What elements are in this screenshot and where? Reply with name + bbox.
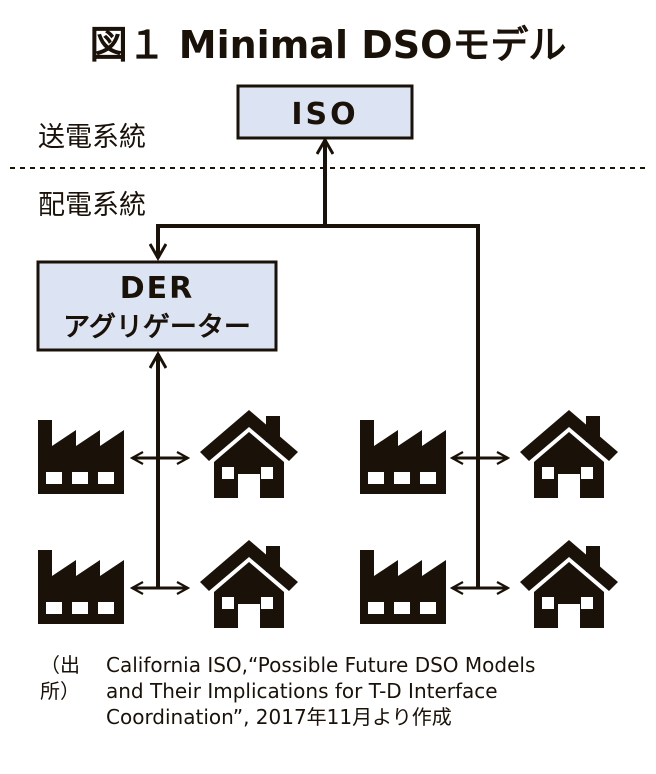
source-prefix: （出所）	[40, 653, 80, 703]
house-icon	[200, 540, 298, 628]
factory-icon	[38, 420, 124, 494]
source-body: California ISO,“Possible Future DSO Mode…	[106, 652, 644, 730]
source-note: （出所） California ISO,“Possible Future DSO …	[40, 652, 650, 730]
der-label-line2: アグリゲーター	[63, 311, 251, 343]
house-icon	[200, 410, 298, 498]
house-icon	[520, 410, 618, 498]
distribution-label: 配電系統	[38, 190, 146, 221]
figure-title: 図１ Minimal DSOモデル	[90, 23, 567, 67]
iso-label: ISO	[291, 97, 358, 132]
der-aggregator-box	[36, 260, 278, 352]
iso-box	[236, 84, 414, 140]
factory-icon	[360, 420, 446, 494]
source-line: California ISO,“Possible Future DSO Mode…	[106, 653, 536, 677]
transmission-label: 送電系統	[38, 122, 146, 153]
factory-icon	[360, 550, 446, 624]
der-connector-arrow	[158, 224, 325, 258]
direct-connector-line	[325, 224, 480, 588]
der-label-line1: DER	[120, 271, 195, 306]
source-line: Coordination”, 2017年11月より作成	[106, 705, 452, 729]
source-line: and Their Implications for T-D Interface	[106, 679, 498, 703]
factory-icon	[38, 550, 124, 624]
house-icon	[520, 540, 618, 628]
